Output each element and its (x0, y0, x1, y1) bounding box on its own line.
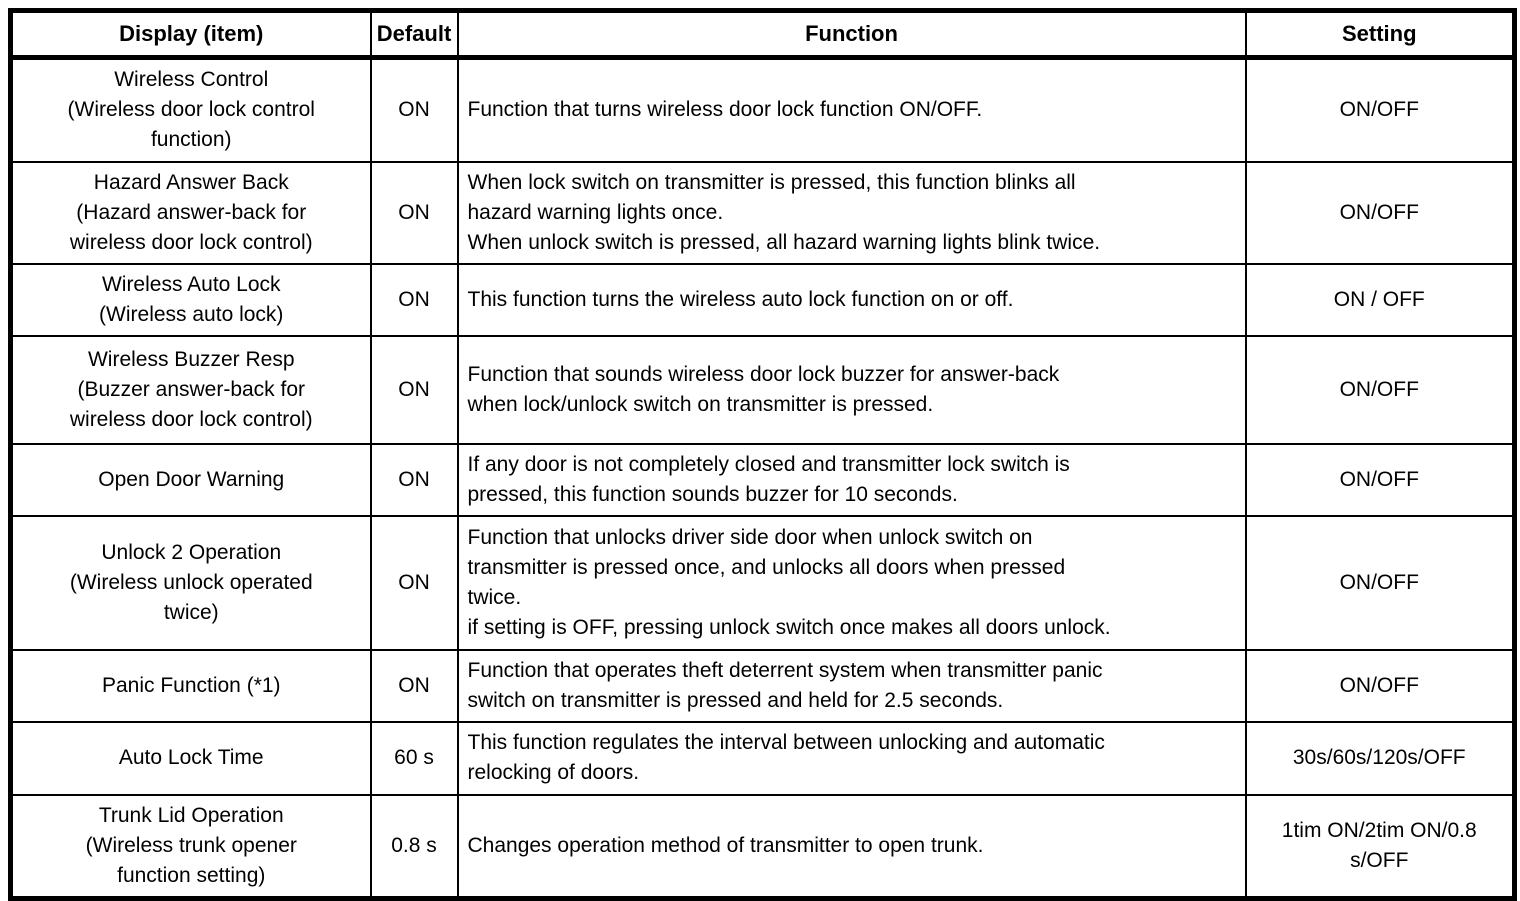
function-description-cell: Function that sounds wireless door lock … (456, 334, 1247, 445)
table-row: Wireless Auto Lock (Wireless auto lock)O… (9, 262, 1516, 337)
table-row: Wireless Control (Wireless door lock con… (9, 56, 1516, 163)
display-item-cell: Hazard Answer Back (Hazard answer-back f… (9, 160, 372, 265)
default-value-cell: ON (369, 442, 459, 517)
table-row: Unlock 2 Operation (Wireless unlock oper… (9, 514, 1516, 651)
setting-options-cell: ON/OFF (1244, 56, 1516, 163)
setting-options-cell: 30s/60s/120s/OFF (1244, 720, 1516, 796)
wireless-settings-table: Display (item) Default Function Setting … (8, 8, 1517, 901)
column-header-display-item: Display (item) (9, 9, 372, 60)
default-value-cell: ON (369, 648, 459, 723)
setting-options-cell: ON/OFF (1244, 648, 1516, 723)
display-item-cell: Wireless Buzzer Resp (Buzzer answer-back… (9, 334, 372, 445)
function-description-cell: When lock switch on transmitter is press… (456, 160, 1247, 265)
table-body: Wireless Control (Wireless door lock con… (9, 56, 1516, 899)
default-value-cell: ON (369, 334, 459, 445)
function-description-cell: Changes operation method of transmitter … (456, 793, 1247, 899)
column-header-function: Function (456, 9, 1247, 60)
setting-options-cell: ON/OFF (1244, 442, 1516, 517)
display-item-cell: Auto Lock Time (9, 720, 372, 796)
setting-options-cell: ON/OFF (1244, 334, 1516, 445)
setting-options-cell: ON/OFF (1244, 514, 1516, 651)
function-description-cell: This function turns the wireless auto lo… (456, 262, 1247, 337)
default-value-cell: ON (369, 56, 459, 163)
default-value-cell: ON (369, 160, 459, 265)
display-item-cell: Trunk Lid Operation (Wireless trunk open… (9, 793, 372, 899)
table-row: Hazard Answer Back (Hazard answer-back f… (9, 160, 1516, 265)
table-row: Wireless Buzzer Resp (Buzzer answer-back… (9, 334, 1516, 445)
function-description-cell: Function that unlocks driver side door w… (456, 514, 1247, 651)
column-header-default: Default (369, 9, 459, 60)
display-item-cell: Wireless Control (Wireless door lock con… (9, 56, 372, 163)
function-description-cell: If any door is not completely closed and… (456, 442, 1247, 517)
display-item-cell: Unlock 2 Operation (Wireless unlock oper… (9, 514, 372, 651)
default-value-cell: ON (369, 262, 459, 337)
table-row: Trunk Lid Operation (Wireless trunk open… (9, 793, 1516, 899)
setting-options-cell: 1tim ON/2tim ON/0.8 s/OFF (1244, 793, 1516, 899)
setting-options-cell: ON / OFF (1244, 262, 1516, 337)
default-value-cell: 0.8 s (369, 793, 459, 899)
display-item-cell: Open Door Warning (9, 442, 372, 517)
function-description-cell: Function that operates theft deterrent s… (456, 648, 1247, 723)
function-description-cell: Function that turns wireless door lock f… (456, 56, 1247, 163)
display-item-cell: Wireless Auto Lock (Wireless auto lock) (9, 262, 372, 337)
column-header-setting: Setting (1244, 9, 1516, 60)
setting-options-cell: ON/OFF (1244, 160, 1516, 265)
display-item-cell: Panic Function (*1) (9, 648, 372, 723)
function-description-cell: This function regulates the interval bet… (456, 720, 1247, 796)
table-header-row: Display (item) Default Function Setting (9, 9, 1516, 60)
default-value-cell: ON (369, 514, 459, 651)
default-value-cell: 60 s (369, 720, 459, 796)
